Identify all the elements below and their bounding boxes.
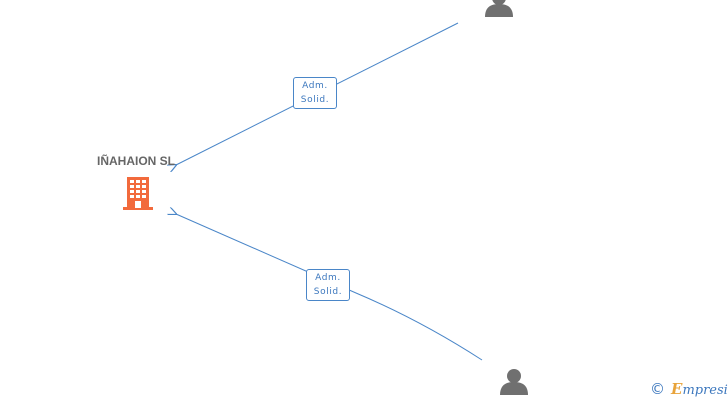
relation-label-line1: Adm. (302, 81, 328, 91)
relation-label-line1: Adm. (315, 273, 341, 283)
edge-bottom-person-to-company (176, 214, 483, 361)
relation-label-line2: Solid. (300, 95, 330, 105)
building-icon[interactable] (122, 176, 154, 211)
company-name[interactable]: IÑAHAION SL (97, 154, 175, 168)
relation-label: Adm. Solid. (293, 77, 337, 109)
brand-name: mpresia (682, 383, 728, 398)
person-icon[interactable] (499, 368, 529, 396)
person-icon[interactable] (484, 0, 514, 18)
relation-label: Adm. Solid. (306, 269, 350, 301)
copyright-symbol: © (650, 380, 665, 398)
relation-label-line2: Solid. (313, 287, 343, 297)
footer-brand: © Empresia (650, 380, 728, 398)
brand-logo[interactable]: Empresia (671, 380, 728, 398)
brand-initial: E (671, 380, 683, 398)
